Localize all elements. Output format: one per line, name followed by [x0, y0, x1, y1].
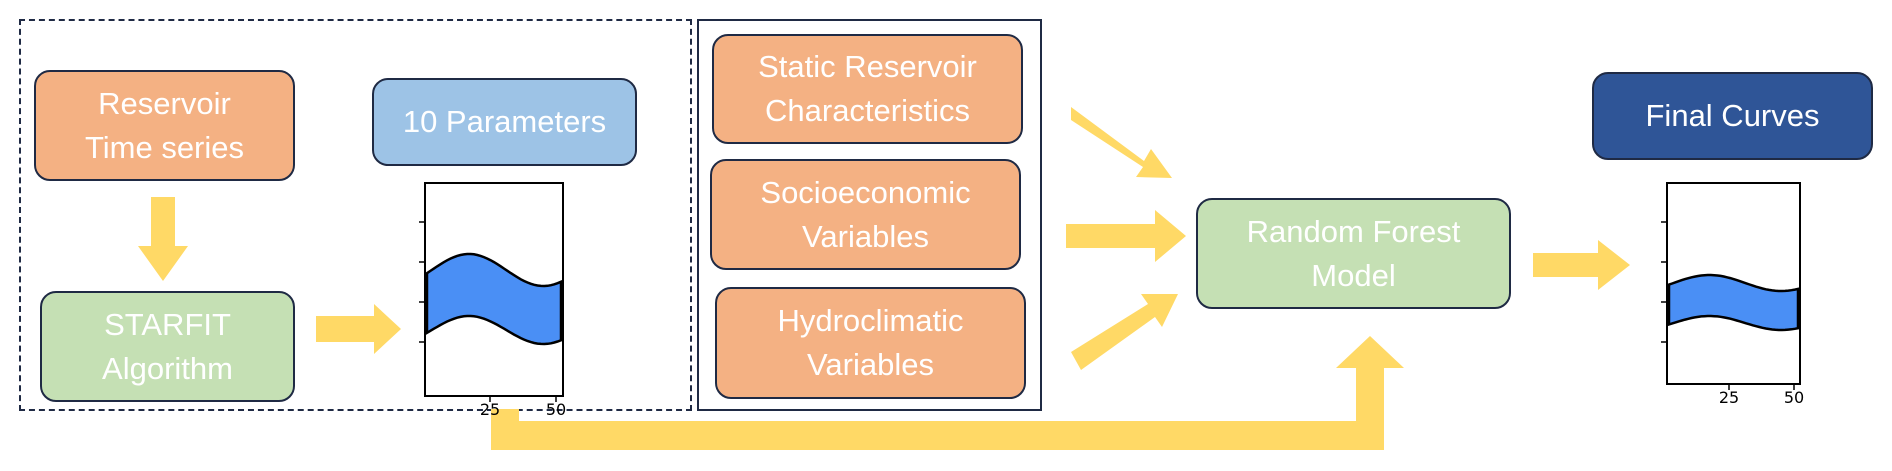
random-forest-line1: Random Forest [1246, 213, 1461, 249]
arrow-parameters-to-model [491, 336, 1404, 450]
final-curves-label: Final Curves [1645, 98, 1820, 133]
input-variables-group-frame [697, 19, 1042, 411]
arrow-model-to-output [1533, 240, 1630, 290]
parameters-box: 10 Parameters [372, 78, 637, 166]
parameter-plot: 25 50 [419, 182, 566, 419]
parameter-plot-tick-25: 25 [480, 400, 500, 419]
reservoir-time-series-box: Reservoir Time series [34, 70, 295, 181]
static-reservoir-characteristics-box: Static Reservoir Characteristics [712, 34, 1023, 144]
reservoir-time-series-line2: Time series [84, 129, 245, 165]
parameter-band [425, 252, 563, 346]
final-plot-tick-50: 50 [1784, 388, 1804, 407]
socioeconomic-variables-box: Socioeconomic Variables [710, 159, 1021, 270]
static-characteristics-line1: Static Reservoir [758, 49, 977, 84]
arrow-static-to-model [1071, 107, 1172, 178]
starfit-algorithm-box: STARFIT Algorithm [40, 291, 295, 402]
random-forest-line2: Model [1311, 257, 1396, 293]
starfit-algorithm-line1: STARFIT [104, 306, 231, 342]
socioeconomic-line2: Variables [802, 218, 929, 254]
arrow-timeseries-to-starfit [138, 197, 188, 281]
parameter-plot-tick-50: 50 [546, 400, 566, 419]
hydroclimatic-line2: Variables [807, 347, 934, 382]
hydroclimatic-line1: Hydroclimatic [777, 303, 964, 338]
arrow-starfit-to-plot [316, 304, 401, 354]
static-characteristics-line2: Characteristics [765, 93, 970, 128]
final-band [1667, 273, 1800, 332]
final-curves-box: Final Curves [1592, 72, 1873, 160]
parameters-label: 10 Parameters [402, 104, 607, 139]
starfit-group-frame [19, 19, 692, 411]
reservoir-time-series-line1: Reservoir [98, 85, 231, 121]
random-forest-model-box: Random Forest Model [1196, 198, 1511, 309]
socioeconomic-line1: Socioeconomic [760, 174, 971, 210]
final-curves-plot: 25 50 [1661, 182, 1804, 407]
final-plot-tick-25: 25 [1719, 388, 1739, 407]
parameter-plot-axes [424, 182, 564, 397]
hydroclimatic-variables-box: Hydroclimatic Variables [715, 287, 1026, 399]
final-plot-axes [1666, 182, 1801, 385]
arrow-socioeconomic-to-model [1066, 210, 1186, 262]
starfit-algorithm-line2: Algorithm [102, 350, 233, 386]
arrow-hydroclimatic-to-model [1071, 294, 1178, 370]
